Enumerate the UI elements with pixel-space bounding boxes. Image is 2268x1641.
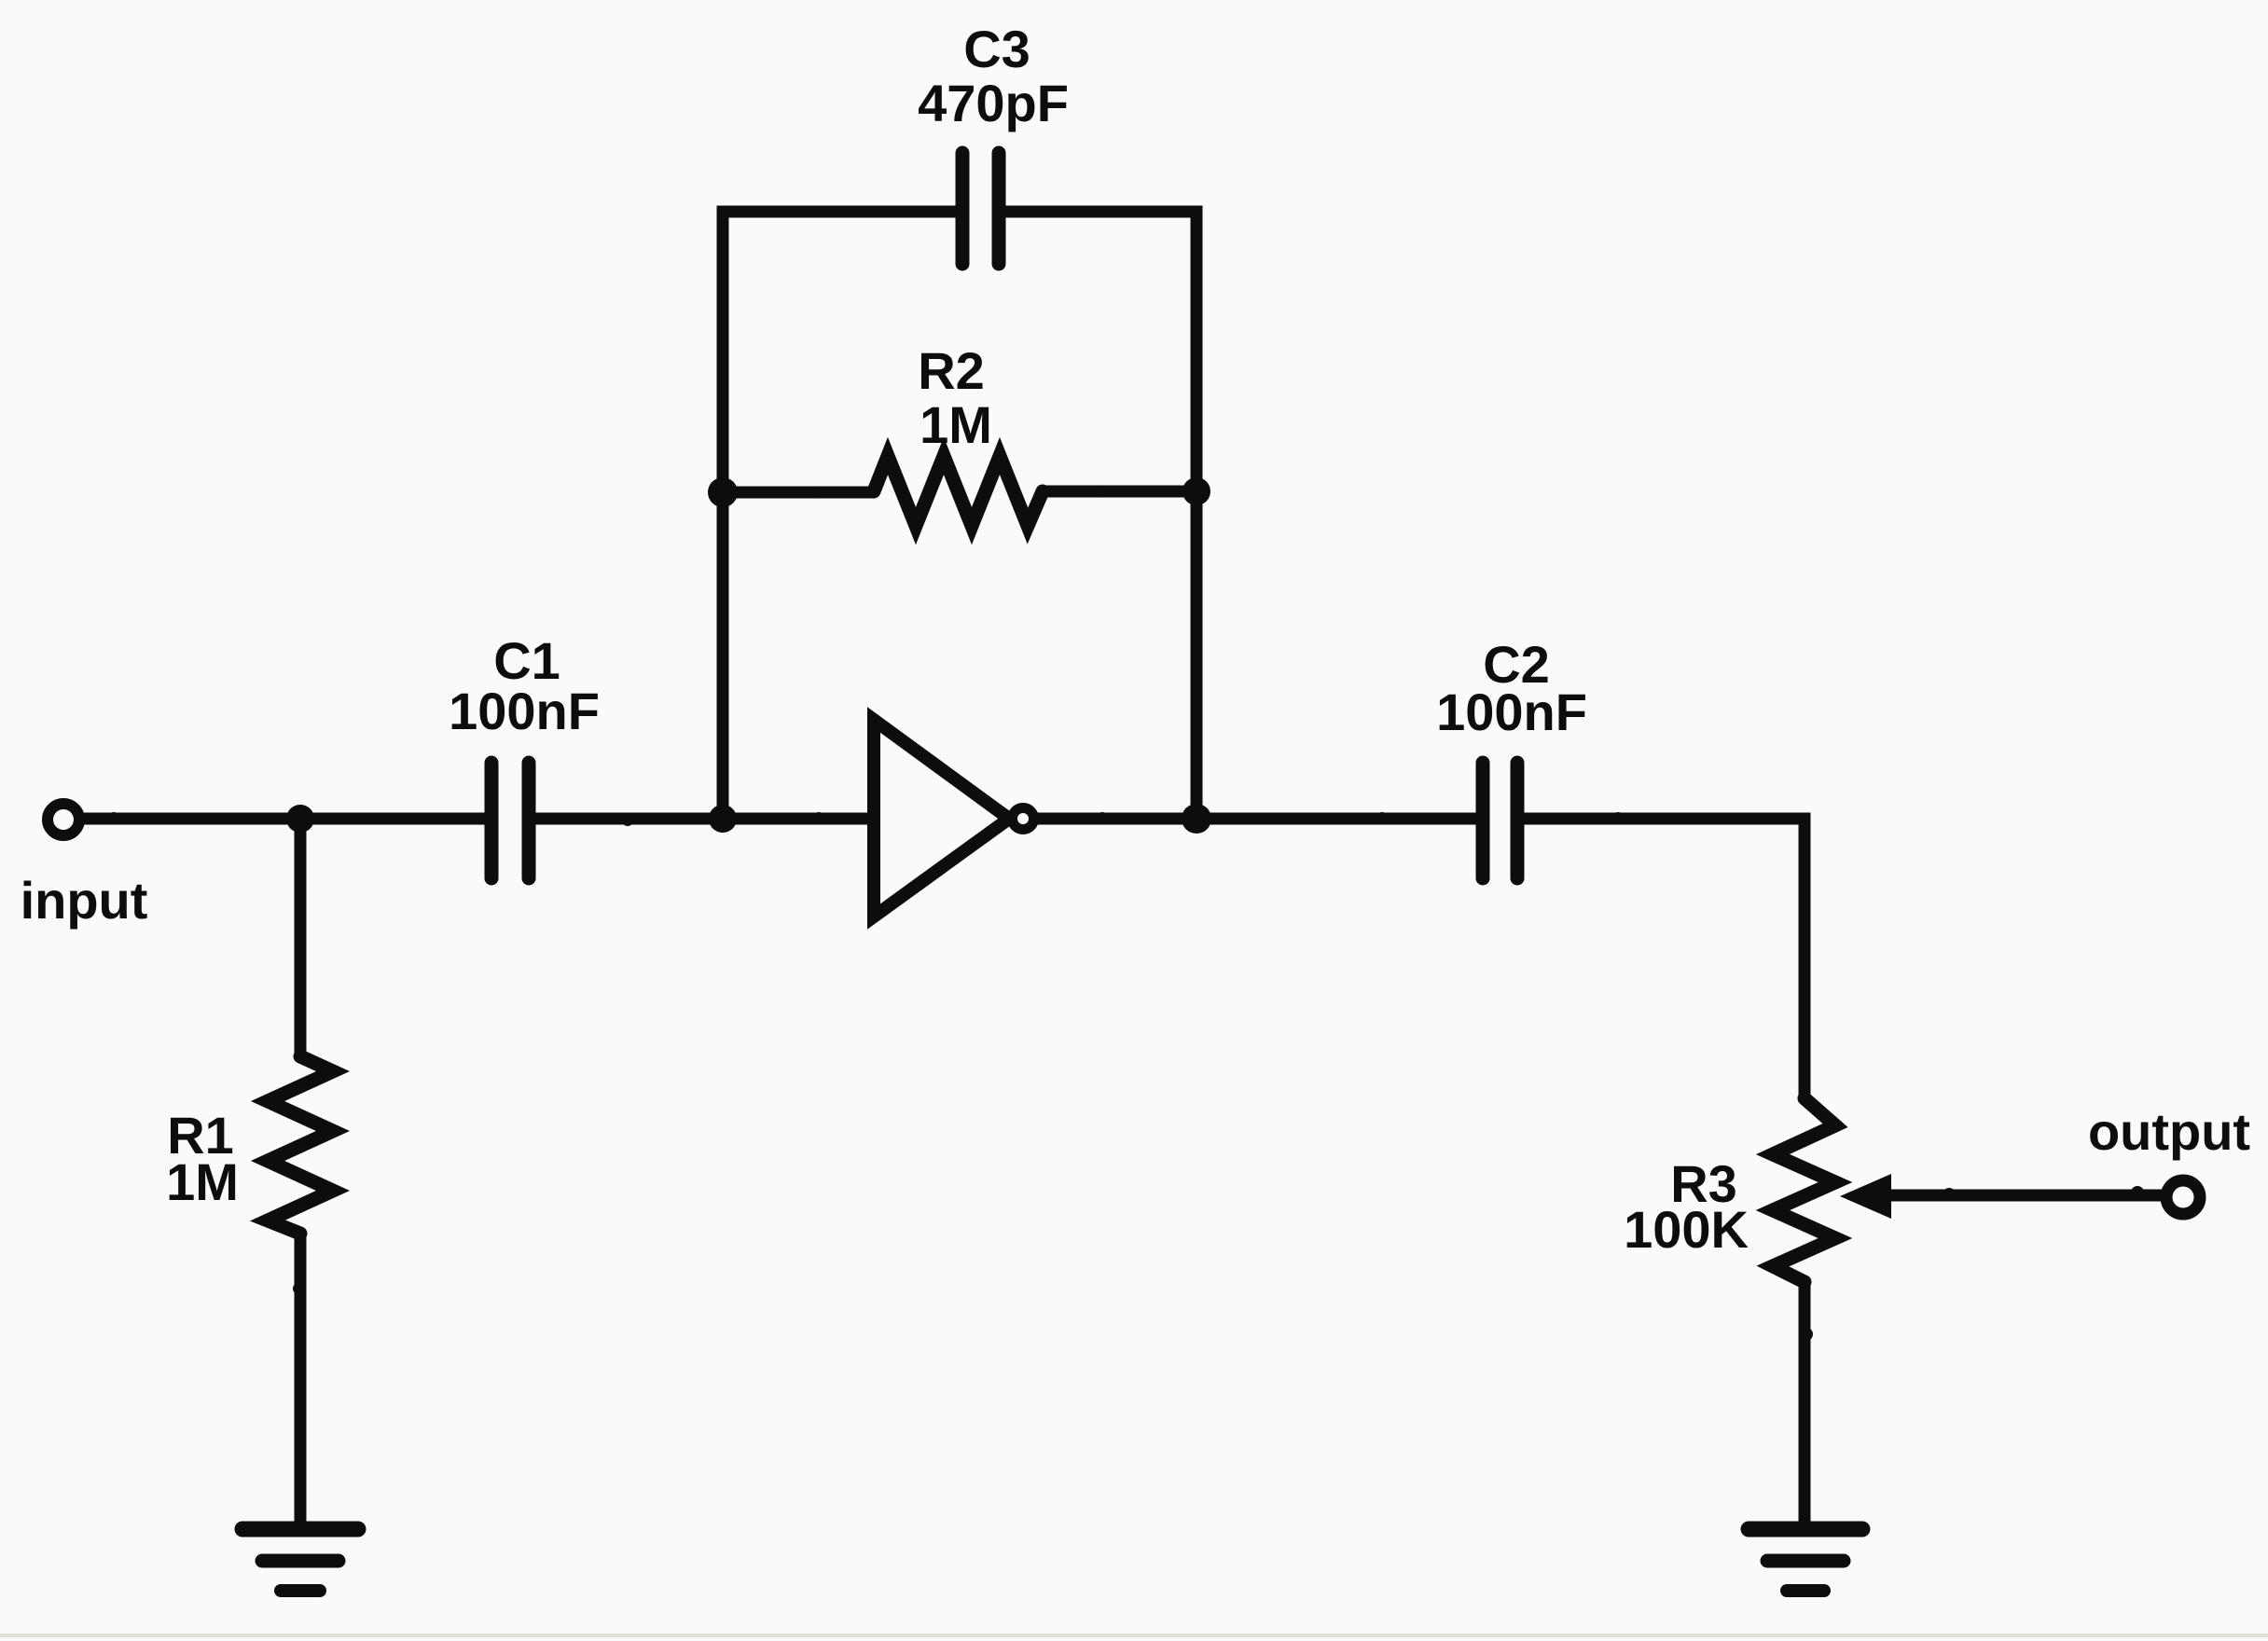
wires <box>82 205 2162 1529</box>
potentiometer-r3-symbol <box>1755 1091 1853 1289</box>
wire-speck <box>1943 1188 1956 1201</box>
wire-speck <box>108 812 119 823</box>
wire-speck <box>813 812 824 823</box>
component-c3: C3 470pF <box>918 20 1069 271</box>
wire-speck <box>622 815 633 826</box>
potentiometer-wiper-arrow-icon <box>1840 1174 1891 1219</box>
capacitor-c3-symbol <box>955 145 1006 271</box>
ground-symbol-left <box>234 1521 366 1597</box>
resistor-r1-symbol <box>249 1049 351 1241</box>
input-terminal-icon <box>42 798 85 841</box>
component-c1-label: C1 <box>493 631 560 690</box>
component-c1: C1 100nF <box>449 631 600 886</box>
wire-speck <box>1097 812 1108 823</box>
wire-speck <box>391 813 402 824</box>
inverter-bubble-icon <box>1007 803 1039 834</box>
bottom-edge-artifact <box>0 1634 2268 1637</box>
wire-speck <box>293 1283 304 1294</box>
output-terminal: output <box>2088 1102 2250 1220</box>
capacitor-c1-symbol <box>484 755 536 886</box>
input-terminal: input <box>21 798 148 930</box>
component-r2-value: 1M <box>920 395 992 454</box>
component-r2-label: R2 <box>918 341 985 400</box>
wire-speck <box>813 487 824 498</box>
inverter-triangle-icon <box>867 707 1020 930</box>
component-c2: C2 100nF <box>1436 635 1587 886</box>
junction-dot <box>1182 477 1210 505</box>
resistor-r2-symbol <box>866 436 1050 545</box>
wire-speck <box>860 206 871 217</box>
wire-feedback-left <box>716 205 962 819</box>
component-c3-label: C3 <box>963 20 1030 78</box>
component-r1-label: R1 <box>167 1106 234 1165</box>
output-terminal-icon <box>2160 1174 2206 1220</box>
component-c2-label: C2 <box>1483 635 1550 694</box>
component-r1: R1 1M <box>166 1049 351 1241</box>
wire-specks <box>108 206 2144 1341</box>
inverter-gate <box>867 707 1039 930</box>
wire-speck <box>1612 812 1624 823</box>
component-r3: R3 100K <box>1624 1091 1891 1289</box>
component-c2-value: 100nF <box>1436 683 1587 741</box>
junction-dots <box>286 477 1211 834</box>
component-c1-value: 100nF <box>449 682 600 740</box>
wire-speck <box>1095 486 1106 497</box>
wire-c2-to-r3 <box>1517 812 1811 1098</box>
component-r3-label: R3 <box>1670 1154 1737 1213</box>
wire-speck <box>1800 1328 1813 1341</box>
output-terminal-label: output <box>2088 1102 2250 1161</box>
wire-speck <box>1376 812 1388 823</box>
ground-symbol-right <box>1740 1521 1871 1597</box>
component-r3-value: 100K <box>1624 1200 1749 1259</box>
component-c3-value: 470pF <box>918 74 1069 132</box>
wire-speck <box>1095 206 1106 217</box>
junction-dot <box>709 805 737 833</box>
junction-dot <box>286 805 314 833</box>
wire-speck <box>2131 1186 2144 1199</box>
junction-dot <box>1182 804 1211 834</box>
capacitor-c2-symbol <box>1475 755 1525 886</box>
component-r2: R2 1M <box>866 341 1050 545</box>
component-r1-value: 1M <box>166 1152 239 1211</box>
junction-dot <box>708 477 738 507</box>
wire-feedback-right <box>999 205 1203 819</box>
input-terminal-label: input <box>21 871 148 930</box>
